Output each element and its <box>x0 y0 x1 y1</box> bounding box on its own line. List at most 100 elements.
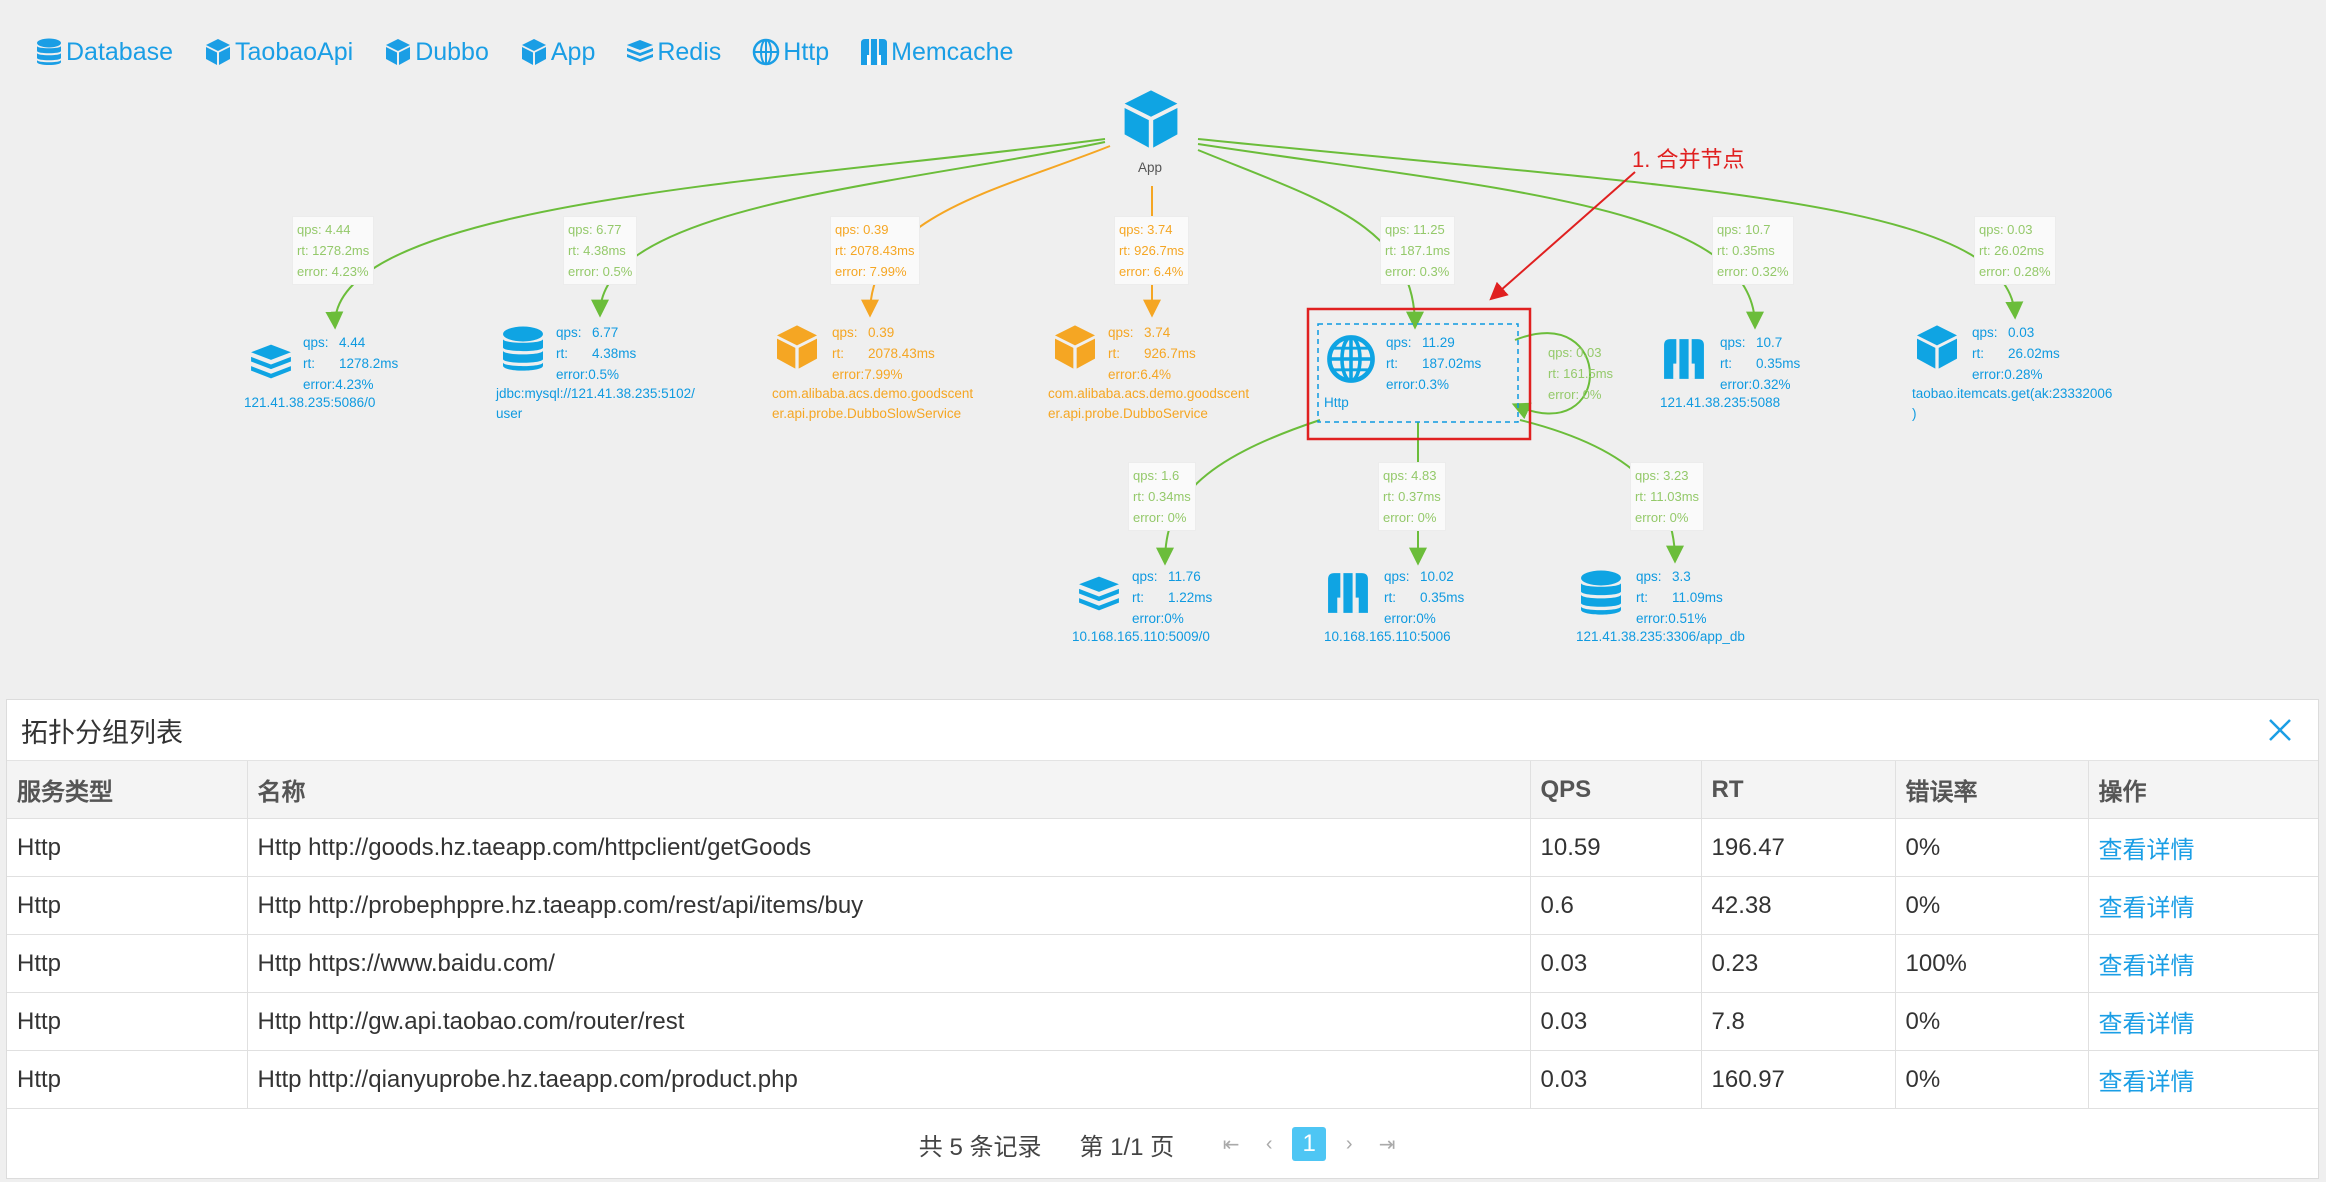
merged-node-outline <box>1317 323 1519 423</box>
legend-taobaoapi[interactable]: TaobaoApi <box>203 37 353 67</box>
legend-label: Http <box>783 37 830 66</box>
node-label: App <box>1138 160 1163 175</box>
redis-icon <box>251 344 291 379</box>
panel-title: 拓扑分组列表 <box>21 717 183 748</box>
node-label: jdbc:mysql://121.41.38.235:5102/ user <box>496 386 695 421</box>
last-page-icon[interactable]: ⇥ <box>1378 1133 1396 1156</box>
legend-database[interactable]: Database <box>34 37 173 67</box>
column-header: 操作 <box>2088 761 2318 819</box>
app-root-node[interactable]: App <box>1118 86 1188 176</box>
cell-qps: 0.03 <box>1530 934 1702 993</box>
prev-page-icon[interactable]: ‹ <box>1265 1132 1273 1155</box>
cell-action: 查看详情 <box>2088 992 2318 1051</box>
cube-icon <box>206 39 231 65</box>
legend-redis[interactable]: Redis <box>625 37 721 67</box>
column-header[interactable]: RT <box>1701 761 1896 819</box>
view-details-link[interactable]: 查看详情 <box>2098 895 2195 922</box>
cell-error-rate: 0% <box>1895 876 2089 935</box>
topology-edges <box>325 138 2024 566</box>
node-label: Http <box>1324 395 1349 410</box>
cell-type: Http <box>7 818 248 877</box>
cell-action: 查看详情 <box>2088 934 2318 993</box>
cell-rt: 0.23 <box>1701 934 1896 993</box>
legend-label: Redis <box>657 37 722 66</box>
first-page-icon[interactable]: ⇤ <box>1222 1133 1240 1156</box>
node-label: com.alibaba.acs.demo.goodscent er.api.pr… <box>1048 386 1250 421</box>
column-header[interactable]: 名称 <box>247 761 1531 819</box>
table-row: Http Http https://www.baidu.com/ 0.03 0.… <box>7 934 2318 993</box>
cell-type: Http <box>7 992 248 1051</box>
table-header-row: 服务类型 名称 QPS RT 错误率 操作 <box>7 761 2318 819</box>
cell-name: Http http://probephppre.hz.taeapp.com/re… <box>247 876 1531 935</box>
annotation-arrow <box>1489 171 1636 301</box>
table-row: Http Http http://gw.api.taobao.com/route… <box>7 992 2318 1051</box>
node-label: 121.41.38.235:5086/0 <box>244 395 376 410</box>
globe-icon <box>1327 335 1375 383</box>
view-details-link[interactable]: 查看详情 <box>2098 953 2195 980</box>
cell-action: 查看详情 <box>2088 1050 2318 1109</box>
cell-action: 查看详情 <box>2088 818 2318 877</box>
node-label: 121.41.38.235:3306/app_db <box>1576 629 1745 644</box>
column-header[interactable]: 错误率 <box>1895 761 2089 819</box>
memcache-icon <box>861 39 888 65</box>
cell-qps: 0.03 <box>1530 992 1702 1051</box>
pagination: 共 5 条记录 第 1/1 页 ⇤ ‹ 1 › ⇥ <box>7 1109 2318 1179</box>
node-label: 10.168.165.110:5006 <box>1324 629 1451 644</box>
page-number-button[interactable]: 1 <box>1292 1127 1327 1161</box>
node-label: 121.41.38.235:5088 <box>1660 395 1781 410</box>
edge-http-redis2 <box>1156 419 1321 566</box>
legend-label: Dubbo <box>415 37 489 66</box>
edge-app-redis1 <box>325 138 1106 330</box>
cell-rt: 7.8 <box>1701 992 1896 1051</box>
legend-dubbo[interactable]: Dubbo <box>383 37 489 67</box>
cell-qps: 0.6 <box>1530 876 1702 935</box>
database-icon <box>1581 570 1621 615</box>
globe-icon <box>753 38 780 66</box>
column-header[interactable]: 服务类型 <box>7 761 248 819</box>
table-row: Http Http http://goods.hz.taeapp.com/htt… <box>7 818 2318 877</box>
legend-label: TaobaoApi <box>235 37 354 66</box>
legend-memcache[interactable]: Memcache <box>859 37 1013 67</box>
cell-action: 查看详情 <box>2088 876 2318 935</box>
node-label: 10.168.165.110:5009/0 <box>1072 629 1210 644</box>
legend-http[interactable]: Http <box>751 37 829 67</box>
page-indicator: 第 1/1 页 <box>1079 1133 1175 1161</box>
legend-app[interactable]: App <box>519 37 595 67</box>
view-details-link[interactable]: 查看详情 <box>2098 1069 2195 1096</box>
cube-icon <box>386 39 411 65</box>
next-page-icon[interactable]: › <box>1345 1132 1353 1155</box>
cell-rt: 160.97 <box>1701 1050 1896 1109</box>
database-icon <box>503 326 543 371</box>
cube-icon <box>777 325 817 369</box>
cell-qps: 0.03 <box>1530 1050 1702 1109</box>
group-table: 服务类型 名称 QPS RT 错误率 操作 Http Http http://g… <box>7 761 2318 1109</box>
panel-header: 拓扑分组列表 <box>7 700 2318 761</box>
memcache-icon <box>1664 339 1704 379</box>
cell-name: Http http://gw.api.taobao.com/router/res… <box>247 992 1531 1051</box>
cell-name: Http http://qianyuprobe.hz.taeapp.com/pr… <box>247 1050 1531 1109</box>
column-header[interactable]: QPS <box>1530 761 1702 819</box>
legend: Database TaobaoApi Dubbo App Redis Http … <box>34 30 1043 74</box>
view-details-link[interactable]: 查看详情 <box>2098 837 2195 864</box>
edge-http-self <box>1511 332 1591 420</box>
highlight-box <box>1306 307 1532 441</box>
close-icon[interactable] <box>2264 714 2296 746</box>
view-details-link[interactable]: 查看详情 <box>2098 1011 2195 1038</box>
cell-type: Http <box>7 934 248 993</box>
cell-error-rate: 0% <box>1895 992 2089 1051</box>
